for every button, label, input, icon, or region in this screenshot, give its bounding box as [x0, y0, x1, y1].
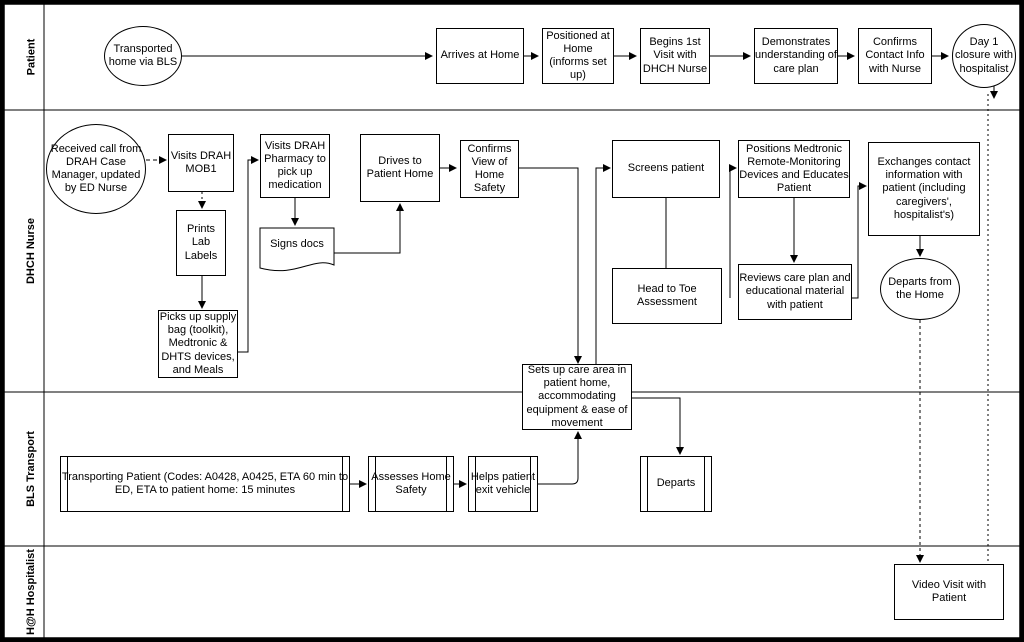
- lane-label-bls: BLS Transport: [25, 431, 38, 507]
- diagram-border: [3, 3, 1021, 639]
- node-signs: Signs docs: [270, 238, 324, 251]
- node-positions-med: Positions Medtronic Remote-Monitoring De…: [738, 140, 850, 198]
- node-transported: Transported home via BLS: [104, 26, 182, 86]
- node-positioned: Positioned at Home (informs set up): [542, 28, 614, 84]
- node-picks: Picks up supply bag (toolkit), Medtronic…: [158, 310, 238, 378]
- node-exchanges: Exchanges contact information with patie…: [868, 142, 980, 236]
- connector: [238, 156, 259, 353]
- node-demonstrates: Demonstrates understanding of care plan: [754, 28, 838, 84]
- node-sets-up: Sets up care area in patient home, accom…: [522, 364, 632, 430]
- node-assesses: Assesses Home Safety: [368, 456, 454, 512]
- node-day1: Day 1 closure with hospitalist: [952, 24, 1016, 88]
- connectors: [146, 52, 998, 563]
- node-transporting: Transporting Patient (Codes: A0428, A042…: [60, 456, 350, 512]
- connector: [334, 203, 404, 254]
- node-visits-pharm: Visits DRAH Pharmacy to pick up medicati…: [260, 134, 330, 198]
- connector: [632, 397, 684, 455]
- lane-label-hospitalist: H@H Hospitalist: [25, 549, 37, 635]
- node-begins: Begins 1st Visit with DHCH Nurse: [640, 28, 710, 84]
- connector: [729, 164, 737, 298]
- connector: [519, 167, 582, 364]
- node-reviews: Reviews care plan and educational materi…: [738, 264, 852, 320]
- signs-docs-shape: [259, 227, 335, 272]
- node-departs-bls: Departs: [640, 456, 712, 512]
- node-head-toe: Head to Toe Assessment: [612, 268, 722, 324]
- node-video: Video Visit with Patient: [894, 564, 1004, 620]
- lane-label-nurse: DHCH Nurse: [25, 217, 38, 285]
- connector: [538, 431, 582, 485]
- node-visits-mob: Visits DRAH MOB1: [168, 134, 234, 192]
- node-screens: Screens patient: [612, 140, 720, 198]
- node-drives: Drives to Patient Home: [360, 134, 440, 202]
- connector: [595, 164, 611, 364]
- connector: [852, 182, 867, 299]
- node-confirms-view: Confirms View of Home Safety: [460, 140, 519, 198]
- node-received: Received call from DRAH Case Manager, up…: [46, 124, 146, 214]
- node-arrives: Arrives at Home: [436, 28, 524, 84]
- node-helps: Helps patient exit vehicle: [468, 456, 538, 512]
- node-prints: Prints Lab Labels: [176, 210, 226, 276]
- node-departs-home: Departs from the Home: [880, 258, 960, 320]
- node-confirms-contact: Confirms Contact Info with Nurse: [858, 28, 932, 84]
- lane-label-patient: Patient: [25, 38, 37, 76]
